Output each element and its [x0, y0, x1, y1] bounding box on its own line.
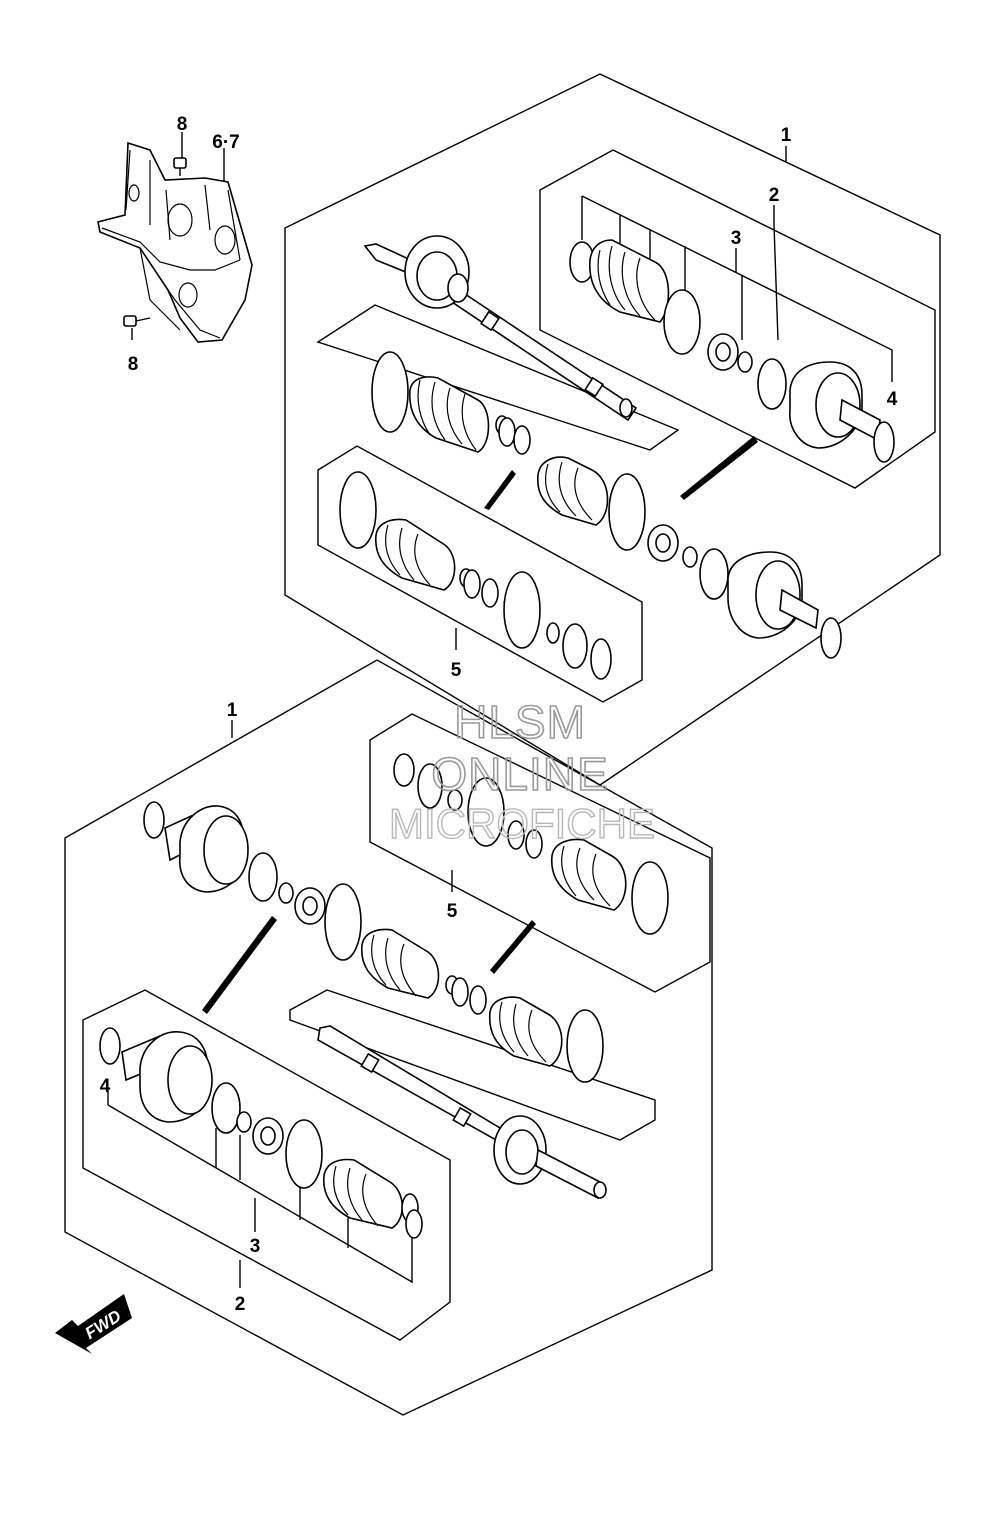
boot-clamp-icon	[525, 829, 543, 859]
assembly-direction-arrow	[484, 470, 516, 510]
boot-clamp-icon	[339, 471, 377, 549]
boot-clamp-icon	[324, 883, 362, 961]
snap-ring-icon	[737, 351, 753, 373]
circlip-icon	[393, 753, 415, 787]
callout-bracket-set: 6·7	[212, 132, 239, 153]
boot-icon	[537, 456, 609, 526]
snap-ring-icon	[278, 882, 294, 904]
boot-clamp-icon	[481, 578, 499, 608]
boot-clamp-icon	[405, 1209, 423, 1239]
boot-clamp-icon	[566, 1009, 604, 1083]
boot-clamp-icon	[498, 417, 516, 447]
snap-ring-icon	[211, 1082, 241, 1134]
snap-ring-icon	[699, 548, 729, 600]
watermark-line-2: ONLINE	[431, 748, 608, 800]
upper-boot-kit-box	[317, 445, 643, 703]
boot-icon	[361, 928, 440, 999]
watermark-line-3: MICROFICHE	[389, 800, 655, 847]
callout-upper-shaft-assembly: 1	[781, 125, 792, 146]
snap-ring-icon	[417, 763, 443, 809]
bearing-cage-icon	[294, 887, 326, 925]
boot-icon	[409, 376, 490, 453]
lower-boot-kit-box	[369, 713, 711, 993]
snap-ring-icon	[236, 1111, 252, 1133]
inner-cv-joint-icon	[121, 1031, 213, 1123]
upper-joint-set-box	[539, 149, 936, 489]
callout-lower-outer-joint-set: 2	[235, 1294, 246, 1315]
lower-drive-shaft	[317, 1025, 607, 1200]
boot-clamp-icon	[513, 425, 531, 455]
lower-joint-set-box	[82, 989, 451, 1341]
shaft-guard-bracket	[97, 141, 253, 343]
lower-assembly-outline	[64, 659, 713, 1416]
boot-clamp-icon	[469, 985, 487, 1015]
snap-ring-icon	[757, 358, 787, 410]
boot-clamp-icon	[663, 289, 701, 355]
callout-lower-circlip: 4	[100, 1076, 111, 1097]
callout-bracket-bolt-top: 8	[177, 114, 188, 135]
boot-icon	[375, 518, 456, 591]
forward-arrow-icon: FWD	[55, 1294, 132, 1354]
snap-ring-icon	[562, 623, 588, 669]
snap-ring-icon	[546, 622, 560, 644]
boot-icon	[323, 1158, 404, 1229]
callout-upper-inner-boot-kit: 5	[451, 660, 462, 681]
callout-upper-joint-kit: 3	[731, 228, 742, 249]
assembly-direction-arrow	[680, 436, 758, 500]
snap-ring-icon	[447, 789, 463, 811]
bolt-icon	[123, 315, 151, 327]
watermark: HLSM ONLINE MICROFICHE	[388, 695, 655, 848]
callout-upper-circlip: 4	[887, 389, 898, 410]
boot-icon	[589, 239, 670, 323]
circlip-icon	[99, 1027, 121, 1065]
snap-ring-icon	[682, 546, 698, 568]
boot-clamp-icon	[451, 977, 469, 1007]
bearing-cage-icon	[252, 1117, 284, 1155]
inner-cv-joint-icon	[727, 551, 819, 639]
circlip-icon	[873, 421, 895, 463]
boot-clamp-icon	[467, 777, 505, 847]
boot-clamp-icon	[285, 1119, 323, 1189]
boot-clamp-icon	[631, 861, 669, 935]
boot-clamp-icon	[463, 569, 481, 599]
outer-cv-joint-icon	[164, 805, 249, 893]
watermark-line-1: HLSM	[454, 696, 586, 748]
upper-assembly-outline	[284, 73, 941, 786]
callout-lower-inner-boot-kit: 5	[447, 901, 458, 922]
boot-clamp-icon	[608, 473, 646, 551]
bolt-icon	[173, 157, 187, 176]
callout-bracket-bolt-bottom: 8	[128, 354, 139, 375]
upper-drive-shaft	[363, 235, 638, 422]
boot-clamp-icon	[507, 820, 525, 850]
circlip-icon	[590, 638, 612, 680]
circlip-icon	[820, 617, 842, 659]
callout-lower-joint-kit: 3	[250, 1236, 261, 1257]
boot-clamp-icon	[371, 351, 409, 433]
callout-lower-shaft-assembly: 1	[227, 700, 238, 721]
callout-upper-outer-joint-set: 2	[769, 185, 780, 206]
snap-ring-icon	[248, 852, 278, 902]
bearing-cage-icon	[707, 333, 739, 371]
bearing-cage-icon	[647, 524, 679, 562]
boot-icon	[488, 996, 563, 1067]
assembly-direction-arrow	[202, 916, 277, 1014]
assembly-direction-arrow	[490, 920, 536, 974]
circlip-icon	[143, 801, 165, 839]
outer-cv-joint-icon	[789, 361, 881, 449]
boot-icon	[551, 838, 627, 911]
boot-clamp-icon	[503, 571, 541, 649]
